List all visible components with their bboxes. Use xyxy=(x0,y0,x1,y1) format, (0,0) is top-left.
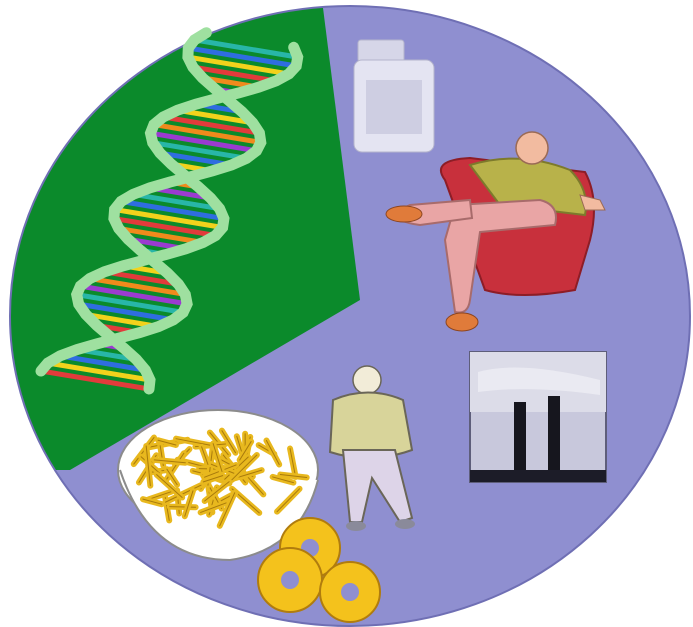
factory-smokestacks-icon xyxy=(470,352,606,482)
french-fry-outline xyxy=(170,507,196,508)
